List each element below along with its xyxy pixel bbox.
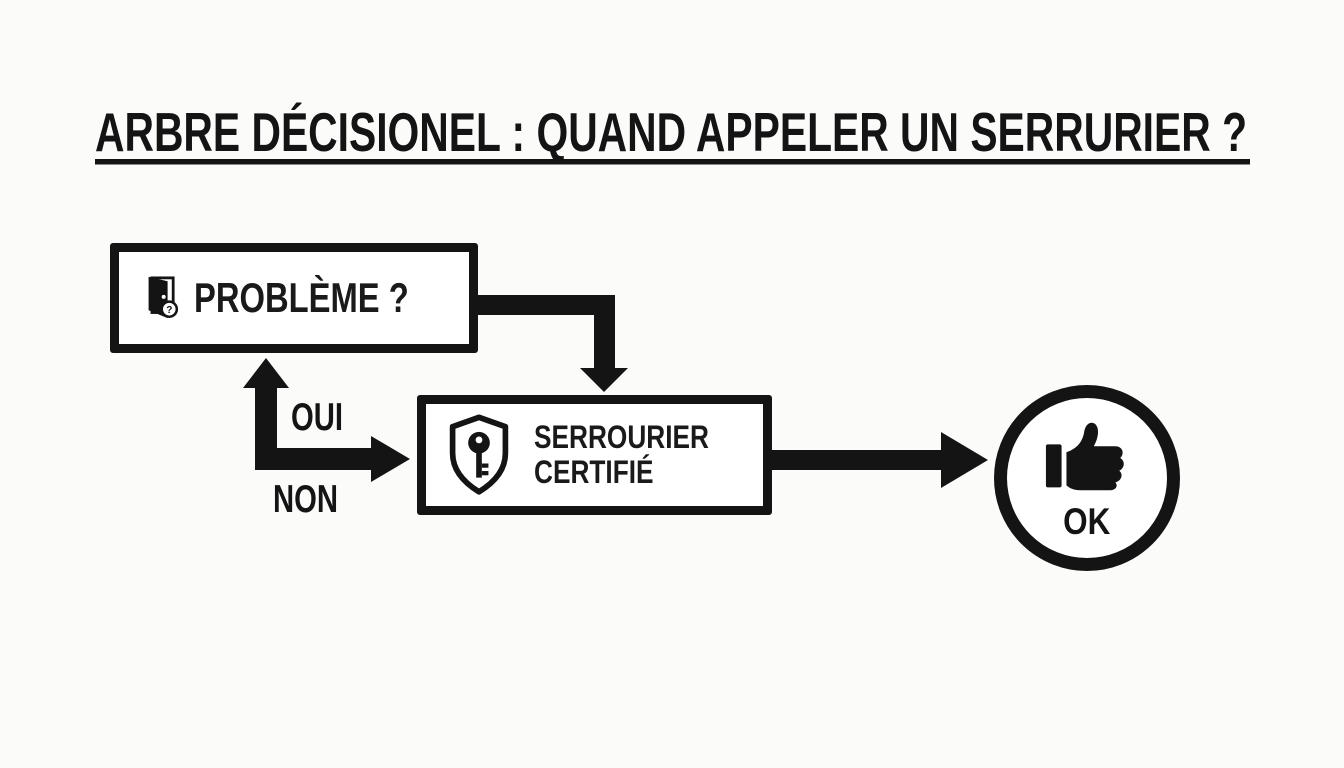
- yes-edge-label: OUI: [291, 396, 344, 439]
- thumb-cuff: [1045, 443, 1062, 487]
- key-tooth-1: [481, 463, 489, 468]
- problem-label: PROBLÈME ?: [193, 274, 409, 322]
- open-door-question-icon: ?: [148, 276, 178, 319]
- title-underline: [95, 159, 1250, 165]
- key-hole: [475, 436, 483, 444]
- locksmith-label-line1: SERROURIER: [534, 419, 709, 456]
- thumbs-up-icon: [1045, 422, 1124, 490]
- question-mark: ?: [166, 305, 172, 316]
- yes-no-elbow-arrow: [243, 358, 410, 482]
- no-edge-label: NON: [273, 478, 339, 521]
- page-title-block: ARBRE DÉCISIONEL : QUAND APPELER UN SERR…: [95, 102, 1250, 165]
- ok-node: OK: [994, 385, 1180, 571]
- door-knob: [161, 294, 166, 299]
- key-tooth-2: [481, 471, 489, 476]
- arrow-problem-to-locksmith: [477, 295, 628, 392]
- shield-outline: [449, 414, 509, 495]
- arrow-locksmith-to-ok: [772, 432, 988, 488]
- thumb-hand: [1066, 422, 1124, 490]
- problem-node: ? PROBLÈME ?: [110, 243, 478, 353]
- page-title: ARBRE DÉCISIONEL : QUAND APPELER UN SERR…: [95, 102, 1247, 163]
- locksmith-label-line2: CERTIFIÉ: [534, 454, 654, 490]
- key-stem: [476, 451, 482, 478]
- question-badge: [160, 300, 178, 318]
- shield-key-icon: [449, 414, 509, 495]
- locksmith-node: SERROURIER CERTIFIÉ: [417, 395, 772, 515]
- ok-label: OK: [1063, 500, 1111, 542]
